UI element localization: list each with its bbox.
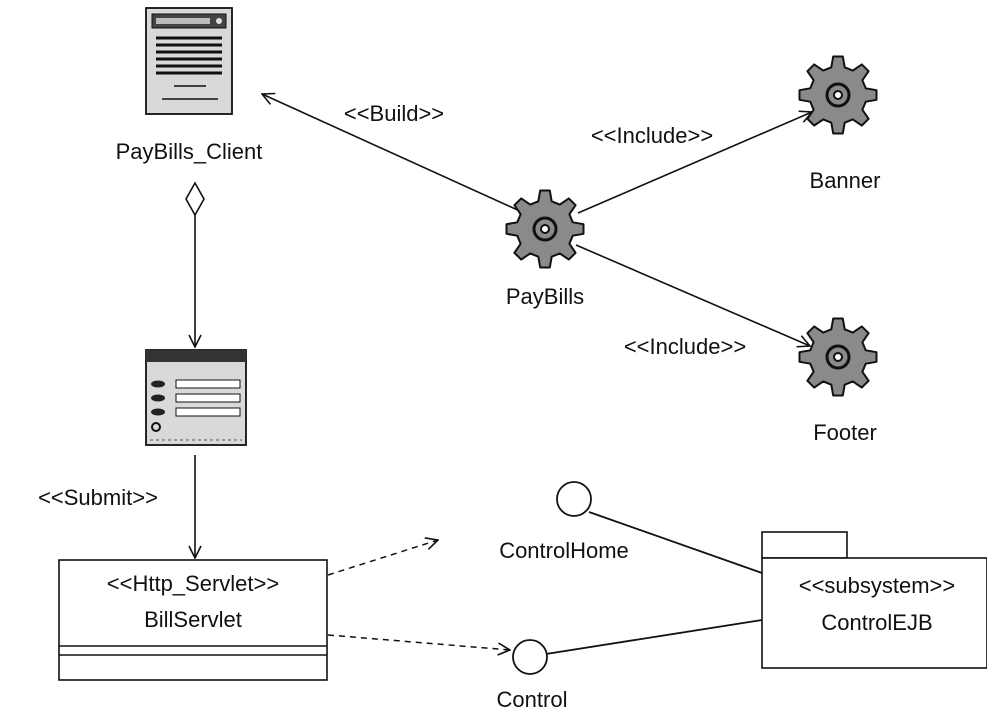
billservlet-class-box <box>58 559 328 681</box>
build-dependency <box>262 94 523 213</box>
include-footer-stereotype-label: <<Include>> <box>624 334 746 359</box>
controlejb-stereotype: <<subsystem>> <box>799 573 956 598</box>
billservlet-stereotype: <<Http_Servlet>> <box>107 571 279 596</box>
controlhome-realization-line <box>588 511 763 574</box>
build-stereotype-label: <<Build>> <box>344 101 444 126</box>
client-page-icon <box>145 7 233 115</box>
dashed-dependency-upper <box>327 540 438 576</box>
controlejb-package <box>761 531 987 669</box>
footer-label: Footer <box>813 420 877 445</box>
paybills-label: PayBills <box>506 284 584 309</box>
billservlet-name: BillServlet <box>144 607 242 632</box>
dashed-dependency-control <box>327 634 510 650</box>
control-label: Control <box>497 687 568 712</box>
controlhome-interface-icon <box>556 481 592 517</box>
aggregation-link <box>185 181 205 347</box>
submit-stereotype-label: <<Submit>> <box>38 485 158 510</box>
include-banner-dependency <box>577 112 812 214</box>
paybills-gear-icon <box>505 189 585 269</box>
footer-gear-icon <box>798 317 878 397</box>
include-banner-stereotype-label: <<Include>> <box>591 123 713 148</box>
control-realization-line <box>545 619 763 655</box>
banner-gear-icon <box>798 55 878 135</box>
banner-label: Banner <box>810 168 881 193</box>
form-page-icon <box>145 349 247 446</box>
control-interface-icon <box>512 639 548 675</box>
paybills-client-label: PayBills_Client <box>116 139 263 164</box>
include-footer-dependency <box>575 244 810 346</box>
controlhome-label: ControlHome <box>499 538 629 563</box>
controlejb-name: ControlEJB <box>821 610 932 635</box>
